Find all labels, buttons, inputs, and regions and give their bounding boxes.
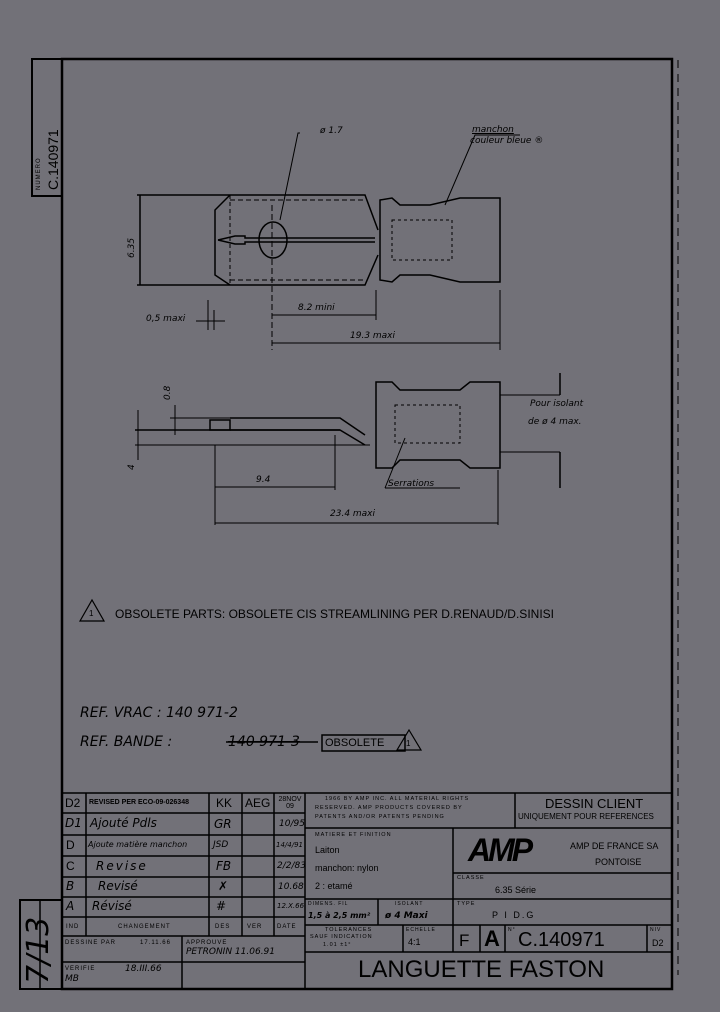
matiere-label: MATIERE ET FINITION	[315, 832, 392, 838]
approuve-value: PETRONIN 11.06.91	[186, 947, 276, 957]
rev-date: 28NOV 09	[278, 796, 302, 810]
length-dimension-b: 19.3 maxi	[350, 331, 396, 341]
rev-date: 10.68	[278, 882, 304, 892]
serrations-label: Serrations	[388, 479, 435, 489]
revision-triangle-number: 1	[89, 609, 94, 618]
revision-grid	[62, 792, 306, 989]
title-grid	[305, 792, 672, 953]
amp-logo: AMP	[468, 832, 533, 868]
tolerances-label: TOLERANCES	[325, 927, 373, 933]
rev-des: FB	[216, 859, 232, 873]
isolant-label: ISOLANT	[395, 901, 424, 907]
rev-des: JSD	[213, 840, 229, 850]
rev-change: Ajoute matière manchon	[88, 840, 188, 849]
dimens-label: DIMENS. FIL	[308, 901, 349, 907]
matiere-2: manchon: nylon	[315, 863, 379, 873]
header-des: DES	[215, 924, 231, 930]
echelle-value: 4:1	[408, 937, 421, 947]
sleeve-note: manchon	[472, 125, 514, 135]
dessine-value: 17.11.66	[140, 940, 171, 946]
header-ind: IND	[66, 924, 80, 930]
rev-change: Revisé	[98, 879, 138, 893]
dimens-value: 1,5 à 2,5 mm²	[308, 911, 371, 920]
rev-des-signature: ✗	[218, 879, 229, 893]
side-number-label: NUMERO	[36, 157, 42, 190]
insulation-diameter-note: de ø 4 max.	[528, 417, 582, 427]
header-date: DATE	[277, 924, 297, 930]
dessin-client: DESSIN CLIENT	[545, 796, 644, 811]
rev-change: REVISED PER ECO-09-026348	[89, 799, 189, 806]
insulation-note: Pour isolant	[530, 399, 584, 409]
thickness-dimension: 0.8	[163, 385, 173, 400]
number-label: N°	[508, 927, 516, 933]
sheet-number: 7/13	[21, 916, 56, 984]
side-drawing-number: C.140971	[45, 129, 61, 190]
obsolete-note: OBSOLETE PARTS: OBSOLETE CIS STREAMLININ…	[115, 607, 554, 621]
type-value: P I D.G	[492, 910, 536, 920]
classe-label: CLASSE	[457, 875, 485, 881]
rev-change: Revise	[96, 859, 148, 873]
amp-logo-text: AMP	[468, 832, 533, 868]
ref-bande-struck: 140 971-3	[228, 734, 300, 750]
ref-vrac: REF. VRAC : 140 971-2	[80, 705, 238, 721]
height-dimension: 6.35	[127, 237, 137, 258]
verifie-value: 18.III.66	[125, 964, 162, 974]
rev-change: Ajouté Pdls	[90, 816, 157, 830]
isolant-value: ø 4 Maxi	[385, 911, 428, 921]
copyright-line: RESERVED. AMP PRODUCTS COVERED BY	[315, 805, 463, 811]
top-view	[137, 132, 520, 350]
rev-date: 10/95	[279, 819, 305, 829]
verifie-initials: MB	[65, 974, 79, 984]
offset-dimension: 4	[127, 464, 137, 470]
drawing-title: LANGUETTE FASTON	[358, 956, 605, 983]
ref-bande-label: REF. BANDE :	[80, 734, 173, 750]
tolerances-value: 1.01 ±1°	[323, 942, 352, 948]
rev-ind: D2	[65, 796, 81, 810]
approuve-label: APPROUVE	[186, 940, 228, 946]
rev-des: #	[216, 899, 227, 913]
rev-ver: AEG	[245, 796, 271, 810]
format-letter: F	[459, 931, 470, 950]
matiere-1: Laiton	[315, 845, 340, 855]
rev-ind: D	[66, 838, 75, 852]
header-ver: VER	[247, 924, 263, 930]
obsolete-box: OBSOLETE	[325, 737, 385, 749]
size-letter: A	[484, 926, 500, 951]
verifie-label: VERIFIE	[65, 966, 96, 972]
tip-dimension: 0,5 maxi	[146, 314, 186, 324]
drawing-number: C.140971	[518, 929, 605, 951]
sleeve-color-note: couleur bleue ®	[470, 136, 544, 146]
rev-ind: B	[66, 879, 75, 893]
tolerances-label: SAUF INDICATION	[310, 934, 373, 940]
classe-value: 6.35 Série	[495, 885, 537, 895]
dessine-label: DESSINE PAR	[65, 940, 116, 946]
niv-value: D2	[652, 938, 664, 948]
echelle-label: ECHELLE	[406, 927, 436, 933]
rev-des: KK	[216, 796, 233, 810]
hole-diameter-label: ø 1.7	[320, 126, 343, 136]
rev-ind: D1	[65, 816, 82, 830]
rev-ind: C	[66, 859, 75, 873]
rev-date: 2/2/83	[277, 861, 306, 871]
company-name: AMP DE FRANCE SA	[570, 841, 659, 851]
niv-label: NIV	[650, 927, 662, 933]
copyright-line: 1966 BY AMP INC. ALL MATERIAL RIGHTS	[325, 796, 470, 802]
header-change: CHANGEMENT	[118, 924, 171, 930]
rev-des: GR	[214, 817, 232, 831]
copyright-line: PATENTS AND/OR PATENTS PENDING	[315, 814, 445, 820]
length-dimension-a: 8.2 mini	[298, 303, 335, 313]
company-city: PONTOISE	[595, 857, 642, 867]
side-length-dimension-a: 9.4	[256, 475, 271, 485]
side-view	[135, 373, 561, 525]
type-label: TYPE	[457, 901, 476, 907]
dessin-client-sub: UNIQUEMENT POUR REFERENCES	[518, 812, 654, 821]
side-length-dimension-b: 23.4 maxi	[330, 509, 376, 519]
rev-ind: A	[66, 899, 75, 913]
rev-change: Révisé	[92, 899, 132, 913]
obsolete-triangle-number: 1	[406, 739, 411, 748]
matiere-3: 2 : etamé	[315, 881, 353, 891]
rev-date: 14/4/91	[276, 841, 303, 849]
rev-date: 12.X.66	[277, 902, 305, 910]
